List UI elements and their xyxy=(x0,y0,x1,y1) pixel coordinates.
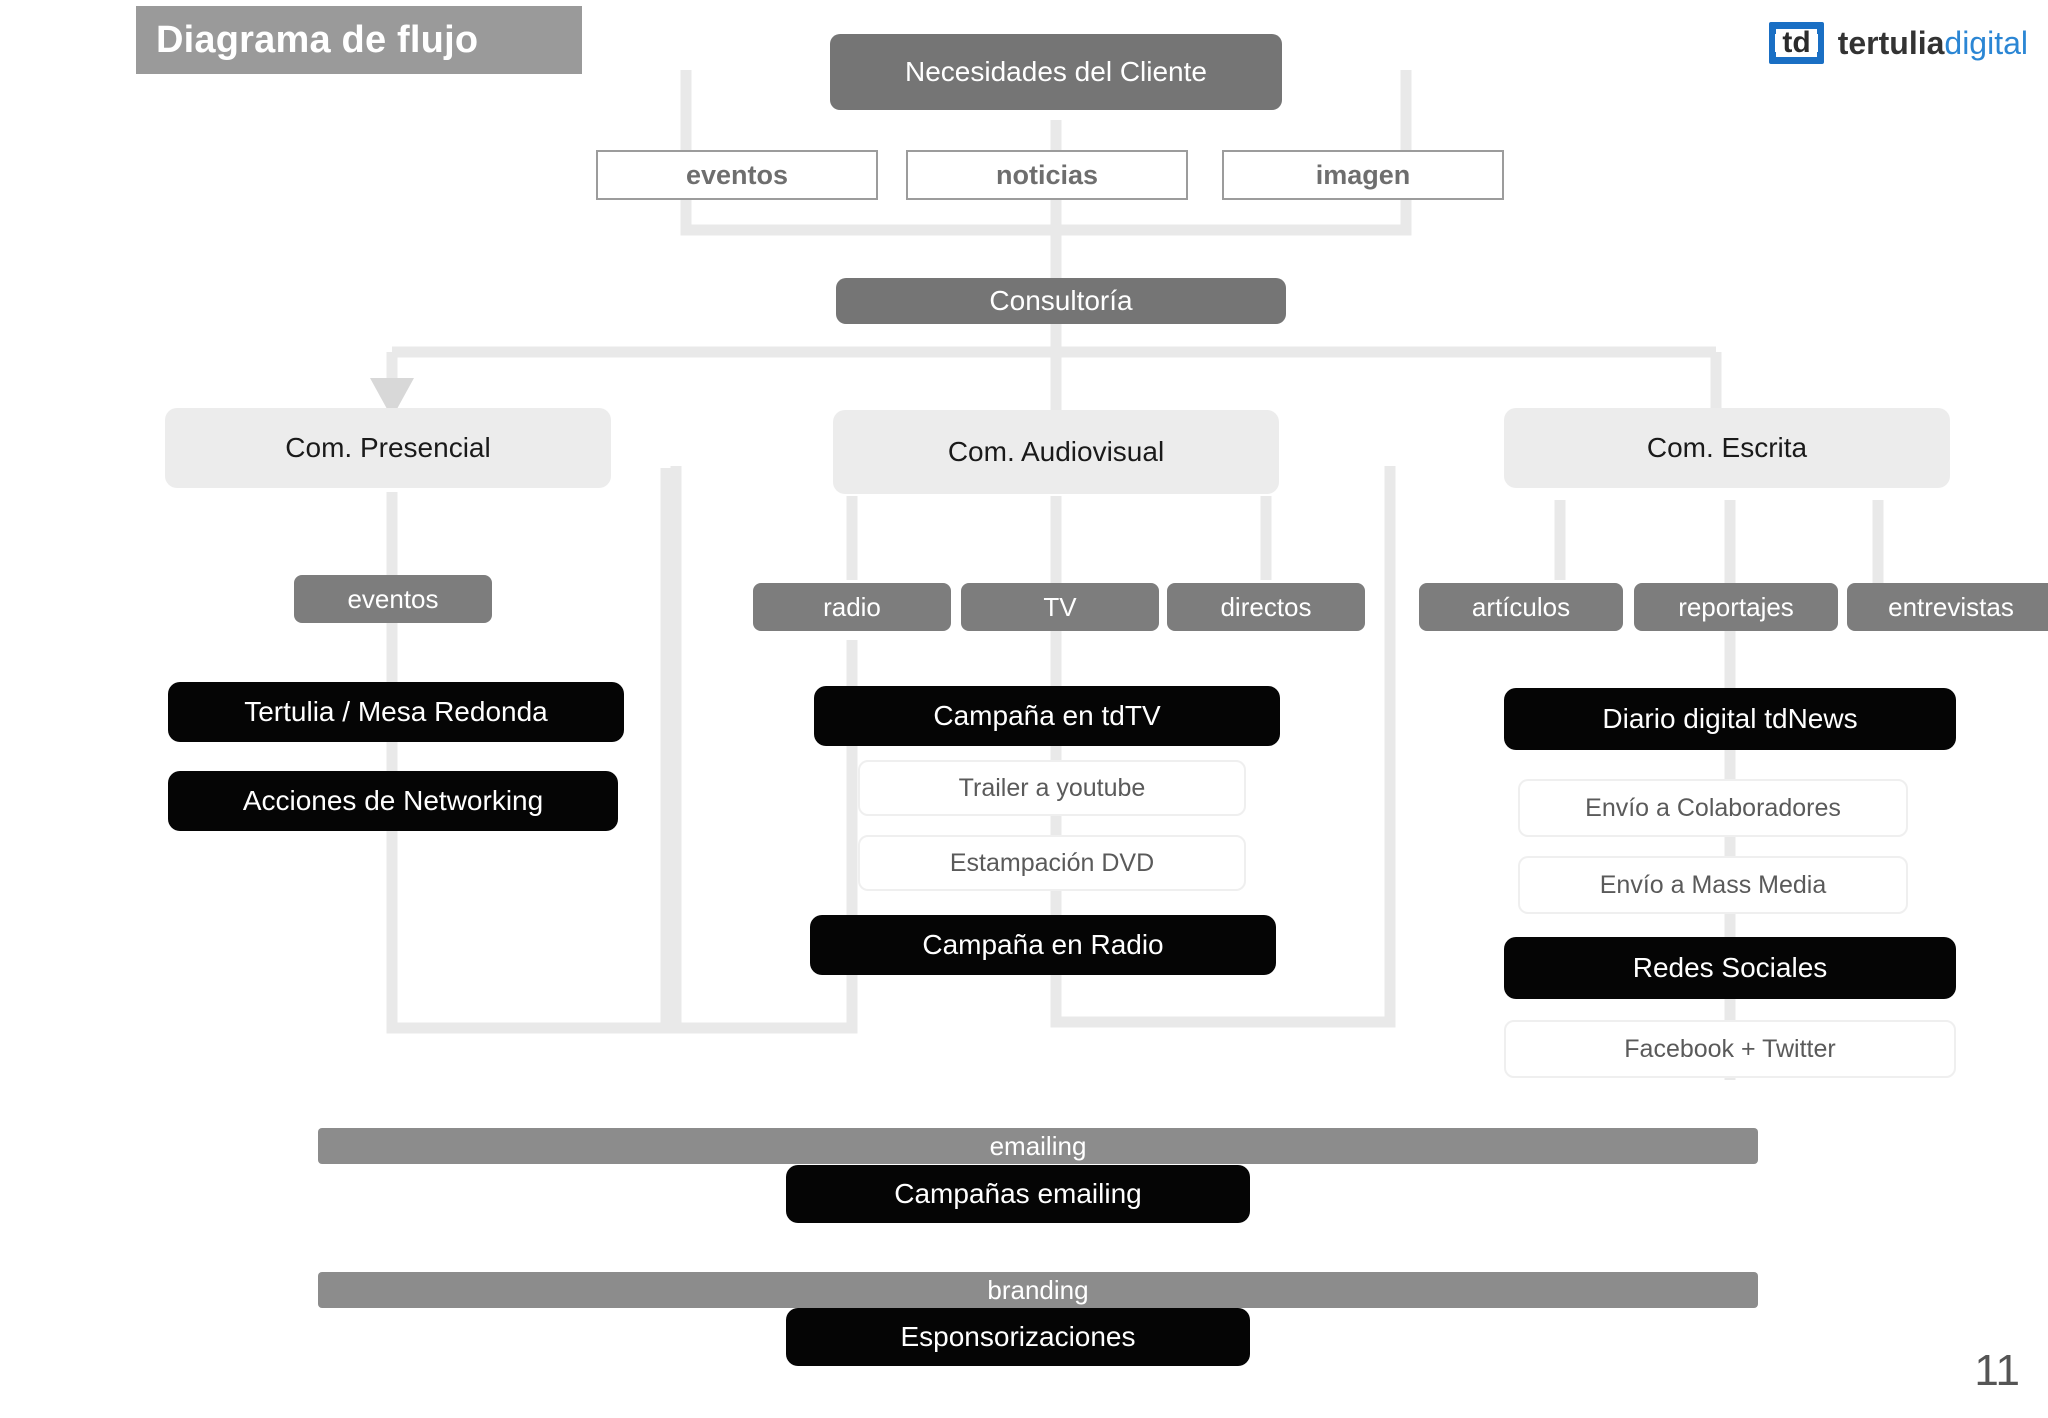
node-label: Envío a Colaboradores xyxy=(1585,793,1841,822)
node-channel-escrita-entrevistas[interactable]: entrevistas xyxy=(1847,583,2048,631)
page-title: Diagrama de flujo xyxy=(156,18,479,61)
node-label: Acciones de Networking xyxy=(242,785,544,816)
node-channel-audiovisual-tv[interactable]: TV xyxy=(961,583,1159,631)
node-label: Estampación DVD xyxy=(949,848,1155,877)
node-label: Necesidades del Cliente xyxy=(905,56,1207,87)
node-channel-presencial-eventos[interactable]: eventos xyxy=(294,575,492,623)
logo-td-text: td xyxy=(1782,26,1811,59)
node-label: entrevistas xyxy=(1888,591,2014,622)
node-channel-audiovisual-directos[interactable]: directos xyxy=(1167,583,1365,631)
node-bar-branding[interactable]: branding xyxy=(318,1272,1758,1308)
node-action-esponsorizaciones[interactable]: Esponsorizaciones xyxy=(786,1308,1250,1366)
node-label: noticias xyxy=(995,159,1099,190)
node-label: Esponsorizaciones xyxy=(900,1321,1136,1352)
logo-bracket-mark: td xyxy=(1769,22,1824,64)
node-label: Consultoría xyxy=(989,285,1133,316)
node-category-com-presencial[interactable]: Com. Presencial xyxy=(165,408,611,488)
node-label: artículos xyxy=(1471,591,1571,622)
node-label: Envío a Mass Media xyxy=(1599,870,1827,899)
node-action-estampacion-dvd[interactable]: Estampación DVD xyxy=(858,835,1246,891)
node-label: radio xyxy=(823,591,881,622)
node-channel-escrita-reportajes[interactable]: reportajes xyxy=(1634,583,1838,631)
node-action-envio-a-mass-media[interactable]: Envío a Mass Media xyxy=(1518,856,1908,914)
node-label: Com. Escrita xyxy=(1646,432,1808,463)
node-action-facebook-twitter[interactable]: Facebook + Twitter xyxy=(1504,1020,1956,1078)
node-root-child-eventos[interactable]: eventos xyxy=(596,150,878,200)
node-consultoria[interactable]: Consultoría xyxy=(836,278,1286,324)
node-necesidades-del-cliente[interactable]: Necesidades del Cliente xyxy=(830,34,1282,110)
node-label: Trailer a youtube xyxy=(958,773,1146,802)
node-label: Diario digital tdNews xyxy=(1602,703,1858,734)
node-root-child-noticias[interactable]: noticias xyxy=(906,150,1188,200)
tertulia-digital-logo: td tertuliadigital xyxy=(1769,20,2028,66)
node-label: Redes Sociales xyxy=(1632,952,1828,983)
node-label: eventos xyxy=(347,583,439,614)
node-root-child-imagen[interactable]: imagen xyxy=(1222,150,1504,200)
node-category-com-escrita[interactable]: Com. Escrita xyxy=(1504,408,1950,488)
logo-word-tertulia: tertulia xyxy=(1837,25,1945,61)
node-label: imagen xyxy=(1315,159,1411,190)
node-action-trailer-a-youtube[interactable]: Trailer a youtube xyxy=(858,760,1246,816)
node-label: Campañas emailing xyxy=(894,1178,1142,1209)
node-label: Com. Presencial xyxy=(285,432,491,463)
node-action-campana-en-tdtv[interactable]: Campaña en tdTV xyxy=(814,686,1280,746)
node-action-diario-digital-tdnews[interactable]: Diario digital tdNews xyxy=(1504,688,1956,750)
node-label: Campaña en Radio xyxy=(922,929,1164,960)
node-action-redes-sociales[interactable]: Redes Sociales xyxy=(1504,937,1956,999)
node-label: Campaña en tdTV xyxy=(933,700,1161,731)
node-action-campana-en-radio[interactable]: Campaña en Radio xyxy=(810,915,1276,975)
node-bar-emailing[interactable]: emailing xyxy=(318,1128,1758,1164)
node-label: reportajes xyxy=(1678,591,1794,622)
node-category-com-audiovisual[interactable]: Com. Audiovisual xyxy=(833,410,1279,494)
page-number: 11 xyxy=(1974,1346,2020,1395)
node-label: emailing xyxy=(989,1130,1087,1161)
logo-word-digital: digital xyxy=(1944,25,2028,61)
node-channel-escrita-articulos[interactable]: artículos xyxy=(1419,583,1623,631)
node-channel-audiovisual-radio[interactable]: radio xyxy=(753,583,951,631)
node-label: Facebook + Twitter xyxy=(1624,1034,1836,1063)
node-label: TV xyxy=(1043,591,1077,622)
node-label: Tertulia / Mesa Redonda xyxy=(244,696,548,727)
node-action-tertulia-mesa-redonda[interactable]: Tertulia / Mesa Redonda xyxy=(168,682,624,742)
node-label: Com. Audiovisual xyxy=(947,436,1165,467)
node-label: directos xyxy=(1220,591,1312,622)
node-action-envio-a-colaboradores[interactable]: Envío a Colaboradores xyxy=(1518,779,1908,837)
node-label: branding xyxy=(987,1274,1089,1305)
node-action-acciones-de-networking[interactable]: Acciones de Networking xyxy=(168,771,618,831)
slide-title-banner: Diagrama de flujo xyxy=(136,6,582,74)
logo-wordmark: tertuliadigital xyxy=(1838,27,2028,59)
node-label: eventos xyxy=(685,159,789,190)
node-action-campanas-emailing[interactable]: Campañas emailing xyxy=(786,1165,1250,1223)
